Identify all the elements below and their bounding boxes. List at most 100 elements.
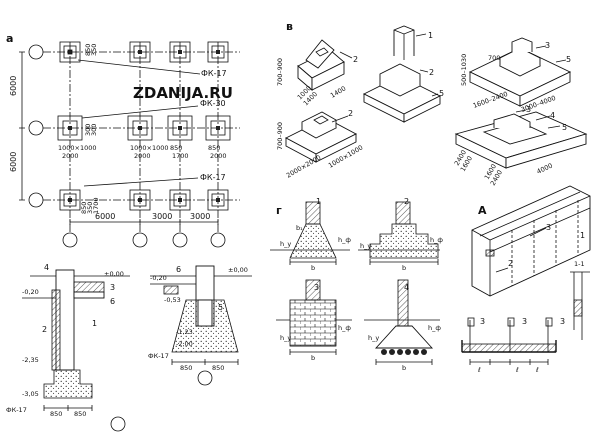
footing-hy: h_y xyxy=(280,334,291,342)
sec1-level: -3,05 xyxy=(22,390,39,398)
sec1-level: -2,35 xyxy=(22,356,39,364)
dim-bottom-1: 6000 xyxy=(95,212,115,221)
sec2-fk: ФК-17 xyxy=(148,352,169,360)
footing-hy: h_y xyxy=(360,242,371,250)
fk-label-2: ФК-30 xyxy=(200,99,226,108)
block-4-num2: 5 xyxy=(566,55,571,64)
footing-hy: h_y xyxy=(368,334,379,342)
block-1-dim: 1400 xyxy=(329,85,347,100)
block-stepped: 2 700–900 2000×2000 1000×1000 xyxy=(276,109,364,180)
footing-hf: h_ф xyxy=(430,236,443,244)
sec1-num: 6 xyxy=(110,297,115,306)
plan-dim: 850 xyxy=(84,44,92,56)
footing-hf: h_ф xyxy=(428,324,441,332)
footing-num: 1 xyxy=(316,197,321,206)
footing-1: b 1 h_y h_ф b₁ xyxy=(270,197,351,272)
sec1-dim: 850 xyxy=(50,410,62,418)
axis-bubble xyxy=(197,370,213,386)
sec1-num: 3 xyxy=(110,283,115,292)
block-5-num: 4 xyxy=(550,111,555,120)
wall-num: 2 xyxy=(508,259,513,268)
plan-dim: 2000 xyxy=(134,152,151,160)
footing-hy: h_y xyxy=(280,240,291,248)
sec2-level: ±0,00 xyxy=(228,266,248,274)
dim-bottom-2: 3000 xyxy=(152,212,172,221)
block-2-w: 2000×2000 xyxy=(285,154,322,180)
axis-bubble xyxy=(28,192,44,208)
block-4-num: 3 xyxy=(545,41,550,50)
label-A: A xyxy=(478,204,487,217)
sec1-level: -0,20 xyxy=(22,288,39,296)
block-4-h: 500–1030 xyxy=(460,54,468,86)
sec2-dim: 850 xyxy=(180,364,192,372)
sec2-dim: 850 xyxy=(212,364,224,372)
block-large-stepped: 3 5 500–1030 700 1600–2400 3000–4000 xyxy=(460,37,571,114)
sec1-num: 1 xyxy=(92,319,97,328)
plan-dim: 2000 xyxy=(210,152,227,160)
axis-bubble xyxy=(210,232,226,248)
fk-label-1: ФК-17 xyxy=(201,69,227,78)
plan-dim: 850 xyxy=(170,144,182,152)
sec1-dim: 850 xyxy=(74,410,86,418)
wall-top: 3 xyxy=(522,317,527,326)
sec2-level: -0,20 xyxy=(150,274,167,282)
watermark: ZDANIJA.RU xyxy=(133,84,233,102)
plan-dim: 2000 xyxy=(62,152,79,160)
block-pyramid: 2 700–900 1000 1400 1400 xyxy=(276,39,358,107)
plan-dim: 1000×1000 xyxy=(58,144,97,152)
footing-b1: b₁ xyxy=(296,224,303,232)
footing-hf: h_ф xyxy=(338,236,351,244)
sec2-num: 6 xyxy=(176,265,181,274)
label-v: в xyxy=(286,20,293,33)
isometric-blocks: в 2 700–900 1000 1400 1400 2 700–900 xyxy=(276,20,588,187)
footing-hf: h_ф xyxy=(338,324,351,332)
footing-2: b 2 h_y h_ф xyxy=(358,197,443,272)
plan-dim: 350 xyxy=(86,202,94,214)
block-4-w1: 1600–2400 xyxy=(472,90,509,110)
footing-b: b xyxy=(311,264,315,272)
footing-num: 2 xyxy=(404,197,409,206)
wall-isometric: A 3 2 1 1-1 xyxy=(471,185,591,340)
footing-4: b 4 h_y h_ф xyxy=(364,279,441,372)
wall-e: ℓ xyxy=(536,366,539,374)
wall-num: 3 xyxy=(546,223,551,232)
block-5-num: 5 xyxy=(562,123,567,132)
block-5-len: 4000 xyxy=(535,162,553,176)
footing-num: 4 xyxy=(404,283,409,292)
footing-b: b xyxy=(402,364,406,372)
footing-b: b xyxy=(402,264,406,272)
section-middle: 850 850 ±0,00 -0,20 -0,53 -1,23 -2,00 6 … xyxy=(148,265,252,386)
sec2-level: -2,00 xyxy=(176,340,193,348)
axis-bubble xyxy=(28,44,44,60)
block-1-num: 2 xyxy=(353,55,358,64)
sec1-num: 4 xyxy=(44,263,49,272)
plan-dim: 1700 xyxy=(92,197,100,214)
wall-num: 1 xyxy=(580,231,585,240)
fk-label-3: ФК-17 xyxy=(200,173,226,182)
sec1-num: 2 xyxy=(42,325,47,334)
wall-top: 3 xyxy=(480,317,485,326)
axis-bubble xyxy=(28,120,44,136)
block-strip: 3 4 5 2400 1600 1600 2400 4000 xyxy=(453,105,588,187)
block-column-socket: 1 2 5 xyxy=(362,25,444,123)
sec2-level: -1,23 xyxy=(176,328,193,336)
label-g: г xyxy=(276,204,282,217)
axis-bubble xyxy=(132,232,148,248)
block-1-left: 700–900 xyxy=(276,58,284,86)
plan-dim: 300 xyxy=(90,124,98,136)
footing-3: b 3 h_y h_ф xyxy=(276,279,352,362)
footing-num: 3 xyxy=(314,283,319,292)
sec1-level: ±0,00 xyxy=(104,270,124,278)
wall-top: 3 xyxy=(560,317,565,326)
dim-left-1: 6000 xyxy=(9,76,18,96)
footing-b: b xyxy=(311,354,315,362)
section-left: 850 850 ±0,00 -0,20 -2,35 -3,05 4 3 1 6 … xyxy=(6,263,130,432)
sec1-fk: ФК-17 xyxy=(6,406,27,414)
axis-bubble xyxy=(62,232,78,248)
sec2-num: 5 xyxy=(218,303,223,312)
dim-bottom-3: 3000 xyxy=(190,212,210,221)
plan-dim: 850 xyxy=(80,202,88,214)
block-5-num: 3 xyxy=(526,105,531,114)
pile-row xyxy=(381,349,427,355)
